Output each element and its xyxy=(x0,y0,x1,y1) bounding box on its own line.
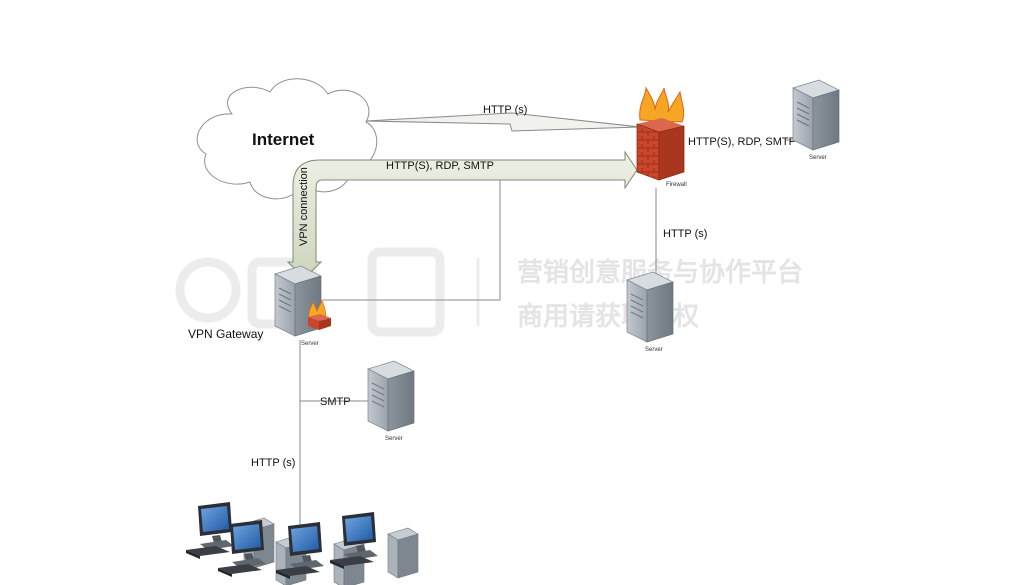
firewall-icon xyxy=(308,298,331,330)
arrow-protocols-label: HTTP(S), RDP, SMTP xyxy=(386,160,494,172)
cloud-icon: Internet xyxy=(196,78,378,200)
server-icon: Server xyxy=(274,265,322,347)
internet-label: Internet xyxy=(252,130,315,149)
firewall-icon: Firewall xyxy=(636,86,687,188)
http-mid-label: HTTP (s) xyxy=(663,228,707,240)
smtp-label: SMTP xyxy=(320,396,351,408)
server-icon: Server xyxy=(792,79,840,161)
http-top-label: HTTP (s) xyxy=(483,104,527,116)
server-smtp-label: Server xyxy=(385,436,403,442)
workstations xyxy=(185,501,419,585)
connection-lines xyxy=(299,139,800,540)
server-top-right-label: Server xyxy=(809,155,827,161)
firewall-label: Firewall xyxy=(666,182,687,188)
server-icon: Server xyxy=(367,360,415,442)
http-arrow: HTTP (s) xyxy=(365,104,641,132)
vpn-gateway-label: VPN Gateway xyxy=(188,327,263,341)
server-icon: Server xyxy=(626,271,674,353)
server-middle-right-label: Server xyxy=(645,347,663,353)
watermark: 营销创意服务与协作平台 商用请获取授权 xyxy=(175,247,803,337)
http-bottom-label: HTTP (s) xyxy=(251,457,295,469)
vpn-arrow: HTTP(S), RDP, SMTP VPN connection xyxy=(286,150,638,279)
right-protocols-label: HTTP(S), RDP, SMTP xyxy=(688,136,796,148)
server-gateway-label: Server xyxy=(301,341,319,347)
vpn-connection-label: VPN connection xyxy=(298,167,310,246)
